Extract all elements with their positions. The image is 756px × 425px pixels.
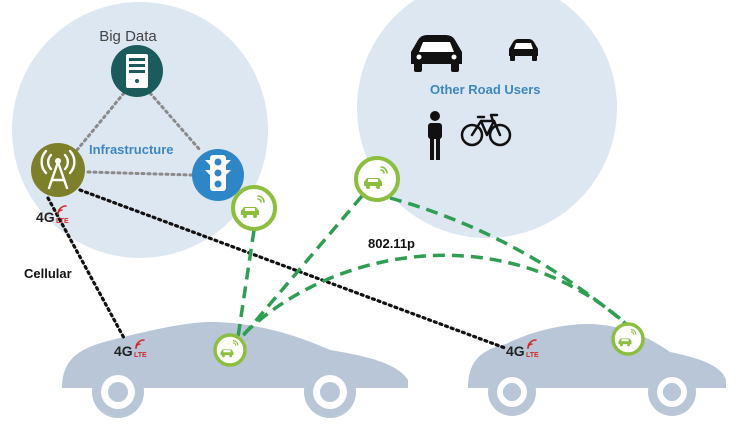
right-car-node: [611, 322, 645, 356]
upper-vehicle-node: [354, 156, 400, 202]
cellular-link-right-car: [78, 188, 507, 350]
left-car-4g-badge: 4G LTE: [114, 339, 147, 359]
right-car-4g-badge: 4G LTE: [506, 339, 539, 359]
link-server-tower: [75, 91, 126, 152]
tower-circle: [31, 143, 85, 197]
right-car-lte-signal-icon: [527, 339, 537, 349]
infrastructure-links: [75, 91, 202, 177]
car-icon: [509, 39, 538, 61]
tower-lte-signal-icon: [57, 205, 67, 215]
bicycle-icon: [460, 113, 512, 147]
tower-lte-text: LTE: [56, 218, 69, 225]
cell-tower-icon: [40, 149, 76, 190]
road-users-cloud: [357, 0, 617, 238]
protocol-label: 802.11p: [368, 236, 415, 251]
v2x-link-rsu-car: [236, 229, 256, 338]
other-road-users-label: Other Road Users: [430, 82, 541, 97]
tower-4g-badge: 4G LTE: [36, 205, 69, 225]
other-road-users-group: Other Road Users: [411, 35, 541, 160]
traffic-light-icon: [205, 155, 231, 191]
infrastructure-label: Infrastructure: [89, 142, 174, 157]
big-data-node: Big Data: [99, 28, 163, 97]
right-car-4g-text: 4G: [506, 343, 525, 359]
v2x-links: [236, 194, 628, 339]
link-tower-light: [86, 170, 194, 177]
server-icon: [126, 54, 148, 88]
v2x-link-car-car: [242, 253, 626, 336]
tower-4g-text: 4G: [36, 209, 55, 225]
left-car-lte-text: LTE: [134, 352, 147, 359]
car-right: [468, 324, 726, 416]
rsu-node: [231, 185, 277, 231]
left-car-lte-signal-icon: [135, 339, 145, 349]
right-car-lte-text: LTE: [526, 352, 539, 359]
cellular-link-left-car: [46, 196, 126, 340]
left-car-node: [213, 333, 247, 367]
left-car-4g-text: 4G: [114, 343, 133, 359]
traffic-light-node: [192, 149, 244, 201]
pedestrian-icon: [428, 111, 442, 160]
v2x-link-node-car-left: [240, 194, 364, 339]
tower-node: [31, 143, 85, 197]
cellular-label: Cellular: [24, 266, 72, 281]
link-server-light: [148, 91, 202, 152]
car-icon: [411, 35, 462, 72]
big-data-label: Big Data: [99, 28, 157, 45]
cellular-links: [46, 188, 507, 350]
